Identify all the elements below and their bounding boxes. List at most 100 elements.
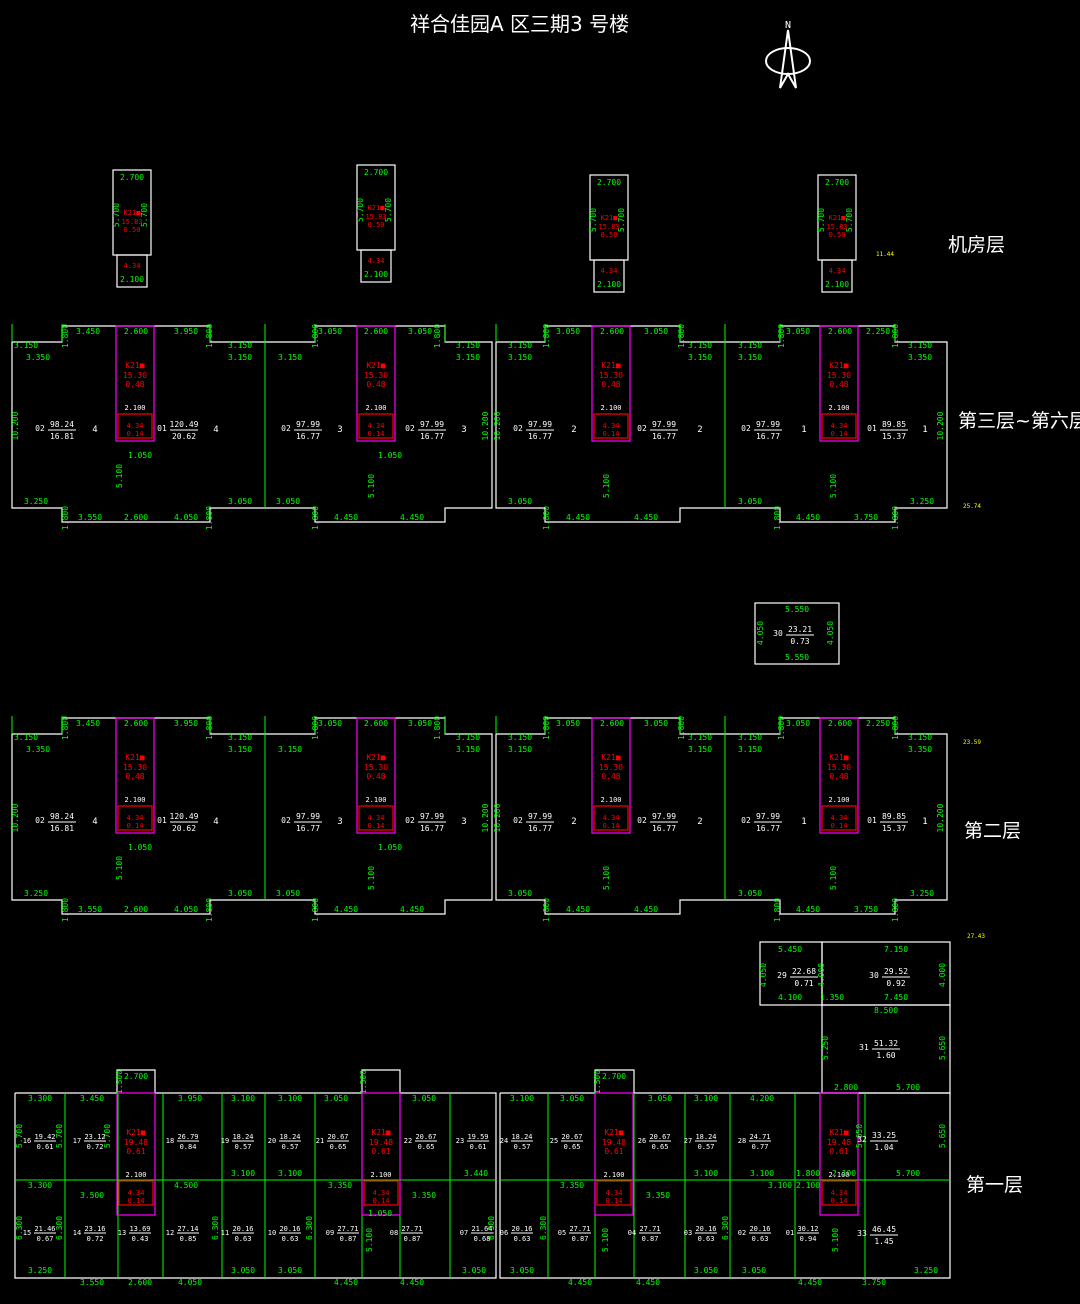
- shop-area: 18.24: [279, 1133, 300, 1141]
- unit-share: 15.37: [882, 824, 906, 833]
- dimension-text: 1.050: [128, 843, 152, 852]
- dimension-text: 4.450: [634, 513, 658, 522]
- dimension-text: 3.350: [646, 1191, 670, 1200]
- dimension-text: 2.100: [832, 1169, 856, 1178]
- shop-code: 06: [500, 1229, 508, 1237]
- dimension-text: 2.250: [866, 327, 890, 336]
- dimension-text: 3.050: [318, 719, 342, 728]
- dimension-text: 4.050: [826, 621, 835, 645]
- room-number: 4: [213, 817, 218, 827]
- dimension-text: 4.100: [778, 993, 802, 1002]
- elevator-code: K21■: [601, 753, 620, 762]
- dimension-text: 2.600: [124, 327, 148, 336]
- unit-area: 97.99: [652, 812, 676, 821]
- unit-code: 02: [513, 424, 523, 433]
- dimension-text: 3.350: [328, 1181, 352, 1190]
- dimension-text: 2.100: [370, 1171, 391, 1179]
- elevator-share: 0.61: [829, 1147, 848, 1156]
- dimension-text: 4.000: [938, 963, 947, 987]
- shop-area: 19.42: [34, 1133, 55, 1141]
- dimension-text: 3.050: [508, 497, 532, 506]
- dimension-text: 3.050: [738, 497, 762, 506]
- dimension-text: 1.800: [542, 898, 551, 922]
- dimension-text: 2.100: [828, 1171, 849, 1179]
- unit-area: 120.49: [170, 420, 199, 429]
- shop-share: 0.84: [180, 1143, 197, 1151]
- building-outline-east: [495, 325, 948, 523]
- dimension-text: 6.300: [721, 1216, 730, 1240]
- dimension-text: 1.350: [820, 993, 844, 1002]
- shop-area: 20.16: [279, 1225, 300, 1233]
- elevator-pit-area: 4.34: [831, 422, 848, 430]
- floor-label-floor-2: 第二层: [964, 820, 1022, 842]
- unit-area: 89.85: [882, 812, 906, 821]
- dimension-text: 2.600: [124, 513, 148, 522]
- building-outline-east: [495, 717, 948, 915]
- dimension-text: 5.100: [602, 474, 611, 498]
- dimension-text: 2.600: [600, 327, 624, 336]
- elevator-share: 0.61: [126, 1147, 145, 1156]
- dimension-text: 3.050: [644, 719, 668, 728]
- dimension-text: 2.100: [364, 270, 388, 279]
- elevator-pit-share: 0.14: [368, 822, 385, 830]
- elevator-pit-share: 0.14: [831, 430, 848, 438]
- dimension-text: 2.600: [828, 719, 852, 728]
- dimension-text: 3.050: [462, 1266, 486, 1275]
- dimension-text: 3.050: [408, 327, 432, 336]
- dimension-text: 3.950: [174, 327, 198, 336]
- unit-share: 1.60: [876, 1051, 895, 1060]
- dimension-text: 7.450: [884, 993, 908, 1002]
- shop-share: 0.63: [698, 1235, 715, 1243]
- elevator-share: 0.48: [829, 380, 848, 389]
- unit-area: 97.99: [756, 420, 780, 429]
- elevator-share: 0.48: [601, 772, 620, 781]
- dimension-text: 2.100: [796, 1181, 820, 1190]
- elevator-code: K21■: [829, 214, 847, 222]
- elevator-shaft: [819, 717, 859, 834]
- dimension-text: 3.150: [456, 353, 480, 362]
- dimension-text: 1.800: [796, 1169, 820, 1178]
- dimension-text: 3.050: [231, 1266, 255, 1275]
- elevator-area: 19.48: [369, 1138, 393, 1147]
- elevator-pit-share: 0.14: [606, 1197, 623, 1205]
- unit-code: 01: [867, 424, 877, 433]
- dimension-text: 5.700: [356, 198, 365, 222]
- floor-label-floor-1: 第一层: [966, 1174, 1024, 1196]
- room-number: 1: [922, 425, 927, 435]
- elevator-code: K21■: [829, 753, 848, 762]
- shop-area: 23.16: [84, 1225, 105, 1233]
- shop-code: 20: [268, 1137, 276, 1145]
- unit-area: 23.21: [788, 625, 812, 634]
- elevator-pit-share: 0.14: [127, 822, 144, 830]
- elevator-pit: [821, 1180, 857, 1206]
- shop-code: 13: [118, 1229, 126, 1237]
- dimension-text: 5.100: [831, 1228, 840, 1252]
- dimension-text: 2.600: [128, 1278, 152, 1287]
- dimension-text: 3.100: [694, 1169, 718, 1178]
- shop-code: 04: [628, 1229, 636, 1237]
- dimension-text: 3.100: [694, 1094, 718, 1103]
- dimension-text: 3.250: [28, 1266, 52, 1275]
- unit-code: 02: [637, 424, 647, 433]
- dimension-text: 3.350: [560, 1181, 584, 1190]
- dimension-text: 3.100: [278, 1169, 302, 1178]
- elevator-code: K21■: [601, 214, 619, 222]
- dimension-text: 6.300: [539, 1216, 548, 1240]
- dimension-text: 3.450: [76, 719, 100, 728]
- dimension-text: 5.100: [367, 866, 376, 890]
- shop-code: 21: [316, 1137, 324, 1145]
- shop-share: 0.57: [235, 1143, 252, 1151]
- dimension-text: 3.050: [276, 889, 300, 898]
- dimension-text: 3.150: [14, 733, 38, 742]
- dimension-text: 5.700: [384, 198, 393, 222]
- dimension-text: 4.500: [174, 1181, 198, 1190]
- shop-code: 01: [786, 1229, 794, 1237]
- dimension-text: 10.200: [481, 411, 490, 440]
- elevator-pit-area: 4.34: [127, 422, 144, 430]
- shop-code: 08: [390, 1229, 398, 1237]
- unit-area: 97.99: [296, 420, 320, 429]
- elevator-shaft: [819, 325, 859, 442]
- shop-code: 19: [221, 1137, 229, 1145]
- shop-area: 27.71: [401, 1225, 422, 1233]
- room-number: 3: [337, 817, 342, 827]
